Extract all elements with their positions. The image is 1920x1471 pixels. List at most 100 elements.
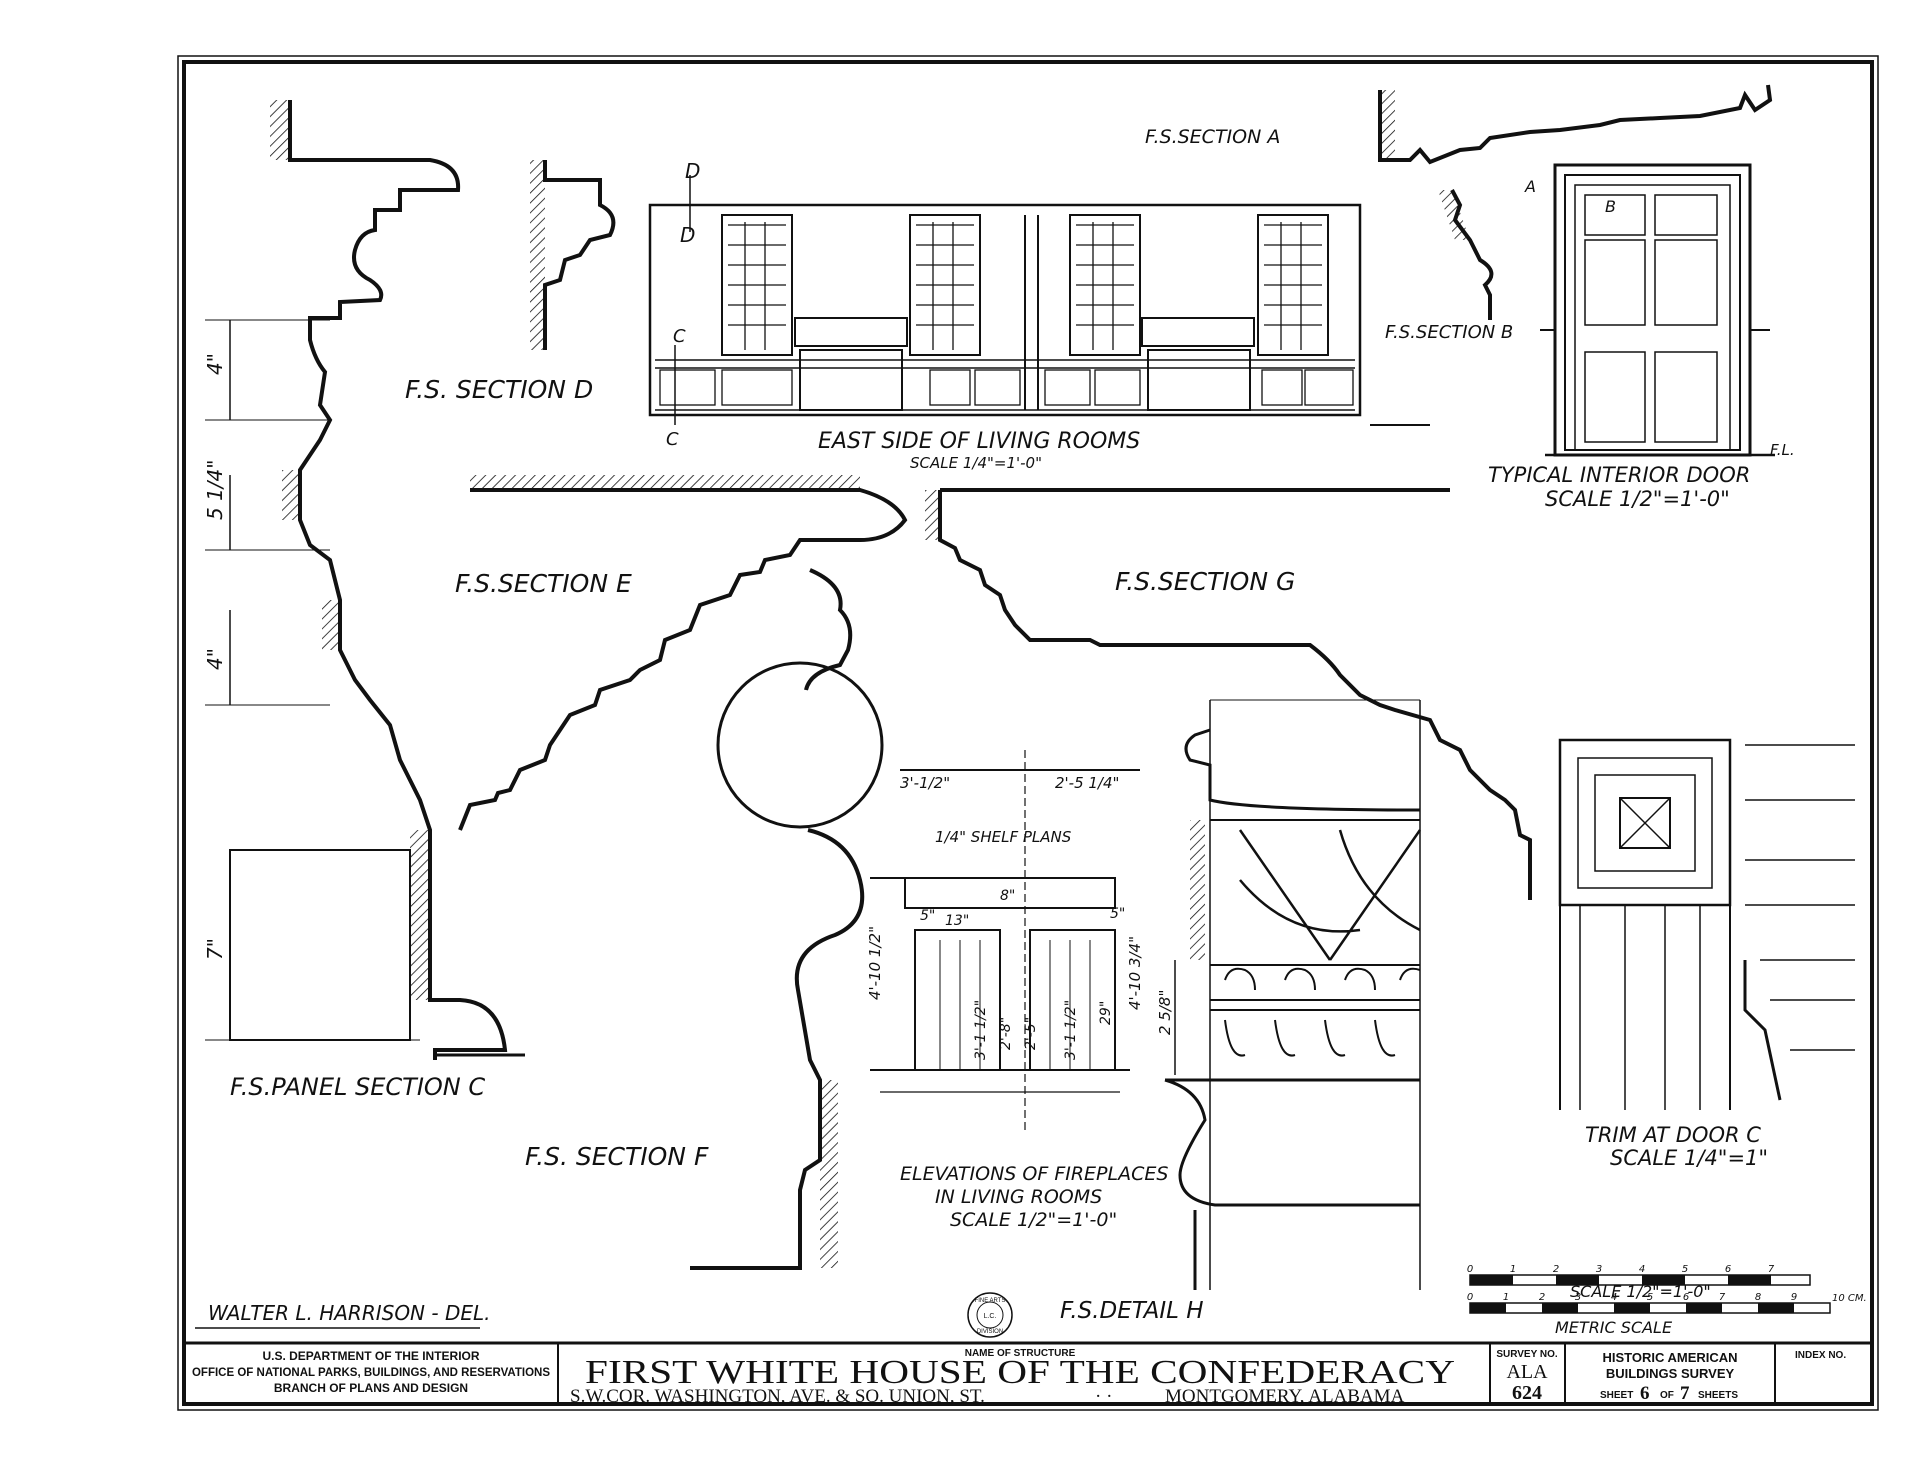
address-sep: · · xyxy=(1095,1386,1112,1407)
metric-scale-tick: 0 xyxy=(1467,1292,1473,1303)
seal-line1: FINE ARTS xyxy=(975,1298,1006,1304)
section-b-drawing xyxy=(1438,189,1494,320)
section-g-drawing xyxy=(925,488,1532,900)
address-left: S.W.COR. WASHINGTON, AVE. & SO. UNION, S… xyxy=(570,1386,985,1407)
metric-scale-tick: 1 xyxy=(1503,1292,1509,1303)
imperial-scale-tick: 5 xyxy=(1682,1264,1688,1275)
fine-arts-seal: FINE ARTS L.C. DIVISION xyxy=(967,1292,1013,1338)
trim-scale: SCALE 1/4"=1" xyxy=(1610,1146,1768,1170)
dim-shelf-left: 3'-1/2" xyxy=(900,774,950,792)
address-right: MONTGOMERY, ALABAMA xyxy=(1165,1386,1405,1407)
imperial-scale-ticks: 0 1 2 3 4 5 6 7 xyxy=(1467,1264,1775,1275)
metric-scale-label: METRIC SCALE xyxy=(1555,1318,1673,1337)
dim-h: 2 5/8" xyxy=(1156,990,1174,1035)
habs-line-1: HISTORIC AMERICAN xyxy=(1602,1350,1737,1365)
marker-a-door: A xyxy=(1524,177,1536,196)
title-block-frame xyxy=(184,1341,1872,1404)
structure-name: FIRST WHITE HOUSE OF THE CONFEDERACY xyxy=(585,1354,1455,1391)
metric-scale-tick: 3 xyxy=(1575,1292,1581,1303)
scale-half-label: SCALE 1/2"=1'-0" xyxy=(1570,1282,1711,1301)
seal-line3: DIVISION xyxy=(977,1329,1003,1335)
imperial-scale-tick: 6 xyxy=(1725,1264,1731,1275)
inner-border xyxy=(182,60,1874,1406)
survey-number: 624 xyxy=(1512,1382,1542,1404)
dim-panel-7: 7" xyxy=(203,938,227,960)
dim-fp-5b: 5" xyxy=(1110,906,1125,922)
metric-scale-tick: 6 xyxy=(1683,1292,1689,1303)
label-detail-h: F.S.DETAIL H xyxy=(1060,1298,1204,1324)
fireplace-title-2: IN LIVING ROOMS xyxy=(935,1186,1102,1208)
detail-h-drawing xyxy=(1164,699,1422,1290)
index-caption: INDEX NO. xyxy=(1795,1350,1846,1361)
dim-panel-4b: 4" xyxy=(203,648,227,670)
east-side-scale: SCALE 1/4"=1'-0" xyxy=(910,454,1042,472)
imperial-scale-tick: 1 xyxy=(1510,1264,1516,1275)
habs-line-2: BUILDINGS SURVEY xyxy=(1606,1366,1735,1381)
fireplace-title-1: ELEVATIONS OF FIREPLACES xyxy=(900,1163,1168,1185)
delineator: WALTER L. HARRISON - DEL. xyxy=(208,1301,491,1325)
metric-scale-tick: 5 xyxy=(1647,1292,1653,1303)
sheets-word: SHEETS xyxy=(1698,1390,1738,1401)
dim-fp-8: 8" xyxy=(1000,888,1015,904)
dim-fp-inner-1: 3'-1 1/2" xyxy=(973,1000,989,1060)
marker-c-bottom: C xyxy=(666,429,679,450)
imperial-scale-tick: 4 xyxy=(1639,1264,1645,1275)
of-word: OF xyxy=(1660,1390,1674,1401)
metric-scale-tick: 4 xyxy=(1611,1292,1617,1303)
door-scale: SCALE 1/2"=1'-0" xyxy=(1545,487,1730,511)
dim-fp-29: 29" xyxy=(1098,1001,1114,1025)
metric-unit: 10 CM. xyxy=(1832,1293,1867,1304)
sheet-total: 7 xyxy=(1680,1383,1690,1404)
sheet-number: 6 xyxy=(1640,1383,1650,1404)
section-e-drawing xyxy=(458,475,908,831)
metric-scale-tick: 9 xyxy=(1791,1292,1797,1303)
dim-fp-left: 4'-10 1/2" xyxy=(866,926,884,1000)
shelf-plans-label: 1/4" SHELF PLANS xyxy=(935,828,1072,846)
imperial-scale-tick: 7 xyxy=(1768,1264,1775,1275)
label-section-a: F.S.SECTION A xyxy=(1145,126,1280,148)
marker-d-top: D xyxy=(685,159,700,183)
dim-panel-4a: 4" xyxy=(203,353,227,375)
imperial-scale-tick: 3 xyxy=(1596,1264,1602,1275)
dim-fp-inner-4: 3'-1 1/2" xyxy=(1063,1000,1079,1060)
sheet-word: SHEET xyxy=(1600,1390,1633,1401)
label-section-f: F.S. SECTION F xyxy=(525,1142,709,1171)
outer-border xyxy=(177,55,1879,1411)
dim-fp-5a: 5" xyxy=(920,908,935,924)
structure-caption: NAME OF STRUCTURE xyxy=(965,1348,1076,1359)
dim-fp-inner-3: 2'-5" xyxy=(1023,1017,1039,1050)
imperial-scale-tick: 2 xyxy=(1553,1264,1559,1275)
imperial-scale-bar xyxy=(1469,1274,1811,1286)
fireplace-elevation xyxy=(870,750,1140,1130)
section-a-drawing xyxy=(1378,84,1773,165)
east-side-title: EAST SIDE OF LIVING ROOMS xyxy=(818,429,1140,454)
interior-door-drawing xyxy=(1540,163,1775,457)
label-section-b: F.S.SECTION B xyxy=(1385,322,1513,343)
agency-line-3: BRANCH OF PLANS AND DESIGN xyxy=(274,1381,468,1395)
panel-section-c-drawing xyxy=(205,100,525,1060)
dim-shelf-right: 2'-5 1/4" xyxy=(1055,774,1119,792)
dim-fp-13: 13" xyxy=(945,913,969,929)
survey-state: ALA xyxy=(1506,1361,1548,1383)
metric-scale-tick: 8 xyxy=(1755,1292,1761,1303)
trim-door-c-drawing xyxy=(1558,738,1855,1110)
section-d-drawing xyxy=(530,160,616,350)
survey-caption: SURVEY NO. xyxy=(1496,1349,1558,1360)
trim-title: TRIM AT DOOR C xyxy=(1585,1123,1761,1147)
metric-scale-ticks: 0 1 2 3 4 5 6 7 8 9 xyxy=(1467,1292,1797,1303)
fireplace-scale: SCALE 1/2"=1'-0" xyxy=(950,1209,1117,1231)
imperial-scale-tick: 0 xyxy=(1467,1264,1473,1275)
dim-fp-right: 4'-10 3/4" xyxy=(1126,936,1144,1010)
dim-fp-inner-2: 2'-8" xyxy=(998,1017,1014,1050)
metric-scale-tick: 7 xyxy=(1719,1292,1726,1303)
marker-c-top: C xyxy=(673,326,686,347)
section-f-drawing xyxy=(690,568,884,1270)
door-fl: F.L. xyxy=(1770,441,1795,459)
metric-scale-tick: 2 xyxy=(1539,1292,1545,1303)
marker-d-bottom: D xyxy=(680,223,695,247)
east-side-elevation xyxy=(648,175,1430,426)
dim-panel-5q: 5 1/4" xyxy=(203,460,227,520)
label-section-e: F.S.SECTION E xyxy=(455,569,632,598)
seal-line2: L.C. xyxy=(984,1313,997,1320)
